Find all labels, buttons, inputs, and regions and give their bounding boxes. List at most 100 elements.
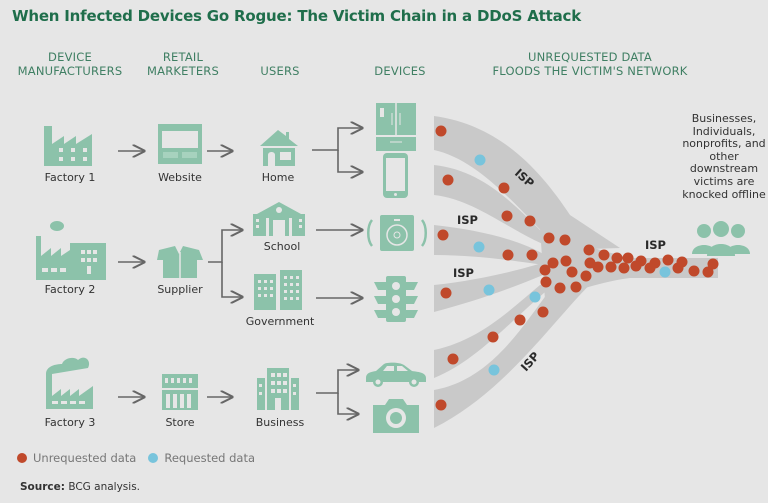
factory-1-label: Factory 1 <box>44 171 96 184</box>
flow-arrows <box>118 128 362 414</box>
unrequested-data-dot <box>435 125 447 137</box>
isp-label: ISP <box>645 238 666 252</box>
column-header-line: DEVICES <box>374 64 426 78</box>
unrequested-data-dot <box>630 260 642 272</box>
unrequested-data-dot <box>644 262 656 274</box>
unrequested-data-dot <box>702 266 714 278</box>
requested-dot-icon <box>148 453 159 463</box>
requested-data-dot <box>488 364 500 376</box>
unrequested-dot-icon <box>17 453 27 463</box>
unrequested-data-dot <box>442 174 454 186</box>
isp-label: ISP <box>457 213 478 227</box>
unrequested-data-dot <box>583 244 595 256</box>
unrequested-data-dot <box>437 229 449 241</box>
arrow-branch <box>221 262 242 297</box>
stream-car <box>434 280 560 378</box>
factory-smoke-icon <box>36 221 106 280</box>
source-text: BCG analysis. <box>68 481 141 493</box>
column-header-line: USERS <box>260 64 300 78</box>
unrequested-data-dot <box>554 282 566 294</box>
unrequested-data-dot <box>662 254 674 266</box>
camera-icon <box>373 399 419 433</box>
unrequested-data-dot <box>447 353 459 365</box>
requested-data-dot <box>659 266 671 278</box>
factory-smokestack-icon <box>46 357 93 409</box>
arrow-branch <box>316 370 358 394</box>
website-icon <box>158 124 202 164</box>
business-label: Business <box>255 416 305 429</box>
stream-speaker <box>434 225 545 265</box>
column-header-retail: RETAIL MARKETERS <box>138 50 228 78</box>
speaker-icon <box>367 215 427 251</box>
legend-label: Unrequested data <box>33 451 137 465</box>
column-header-line: MARKETERS <box>147 64 219 78</box>
unrequested-data-dot <box>559 234 571 246</box>
unrequested-data-dot <box>570 281 582 293</box>
arrow-branch <box>337 150 362 172</box>
legend-label: Requested data <box>164 451 256 465</box>
unrequested-data-dot <box>676 256 688 268</box>
smartphone-icon <box>383 153 408 198</box>
office-building-icon <box>257 368 299 410</box>
government-building-icon <box>254 270 302 310</box>
chart-title: When Infected Devices Go Rogue: The Vict… <box>12 7 581 25</box>
requested-data-dot <box>529 291 541 303</box>
factory-icon <box>44 126 92 166</box>
unrequested-data-dot <box>540 276 552 288</box>
unrequested-data-dot <box>526 249 538 261</box>
unrequested-data-dot <box>566 266 578 278</box>
victims-description: Businesses, Individuals, nonprofits, and… <box>682 112 766 201</box>
unrequested-data-dot <box>539 264 551 276</box>
arrow-branch <box>312 128 362 151</box>
data-dots <box>435 125 719 411</box>
requested-data-dot <box>483 284 495 296</box>
requested-data-dot <box>473 241 485 253</box>
house-icon <box>260 130 298 166</box>
unrequested-data-dot <box>498 182 510 194</box>
column-header-users: USERS <box>250 64 310 78</box>
unrequested-data-dot <box>514 314 526 326</box>
unrequested-data-dot <box>598 249 610 261</box>
requested-data-dot <box>474 154 486 166</box>
legend: Unrequested data Requested data <box>17 451 267 465</box>
column-header-manufacturers: DEVICE MANUFACTURERS <box>10 50 130 78</box>
unrequested-data-dot <box>707 258 719 270</box>
isp-label: ISP <box>453 266 474 280</box>
traffic-light-icon <box>374 276 418 322</box>
stream-smartphone <box>434 165 560 250</box>
arrow-branch <box>337 393 358 414</box>
unrequested-data-dot <box>611 252 623 264</box>
unrequested-data-dot <box>622 252 634 264</box>
website-label: Website <box>158 171 202 184</box>
people-group-icon <box>692 221 750 256</box>
unrequested-data-dot <box>560 255 572 267</box>
source-label: Source: <box>20 481 65 493</box>
unrequested-data-dot <box>501 210 513 222</box>
column-header-line: DEVICE <box>48 50 92 64</box>
column-header-devices: DEVICES <box>365 64 435 78</box>
factory-2-label: Factory 2 <box>44 283 96 296</box>
source-note: Source: BCG analysis. <box>20 481 140 493</box>
home-label: Home <box>261 171 295 184</box>
unrequested-data-dot <box>487 331 499 343</box>
store-label: Store <box>165 416 195 429</box>
school-label: School <box>263 240 301 253</box>
unrequested-data-dot <box>688 265 700 277</box>
unrequested-data-dot <box>547 257 559 269</box>
car-icon <box>366 362 426 387</box>
unrequested-data-dot <box>524 215 536 227</box>
unrequested-data-dot <box>618 262 630 274</box>
factory-3-label: Factory 3 <box>44 416 96 429</box>
stream-camera <box>434 275 600 428</box>
arrow-branch <box>208 230 242 263</box>
government-label: Government <box>245 315 315 328</box>
column-header-line: UNREQUESTED DATA <box>528 50 652 64</box>
unrequested-data-dot <box>580 270 592 282</box>
column-header-line: RETAIL <box>162 50 204 64</box>
box-icon <box>157 246 203 278</box>
unrequested-data-dot <box>584 257 596 269</box>
supplier-label: Supplier <box>157 283 203 296</box>
column-header-line: FLOODS THE VICTIM'S NETWORK <box>492 64 688 78</box>
legend-item-unrequested: Unrequested data <box>17 451 136 465</box>
